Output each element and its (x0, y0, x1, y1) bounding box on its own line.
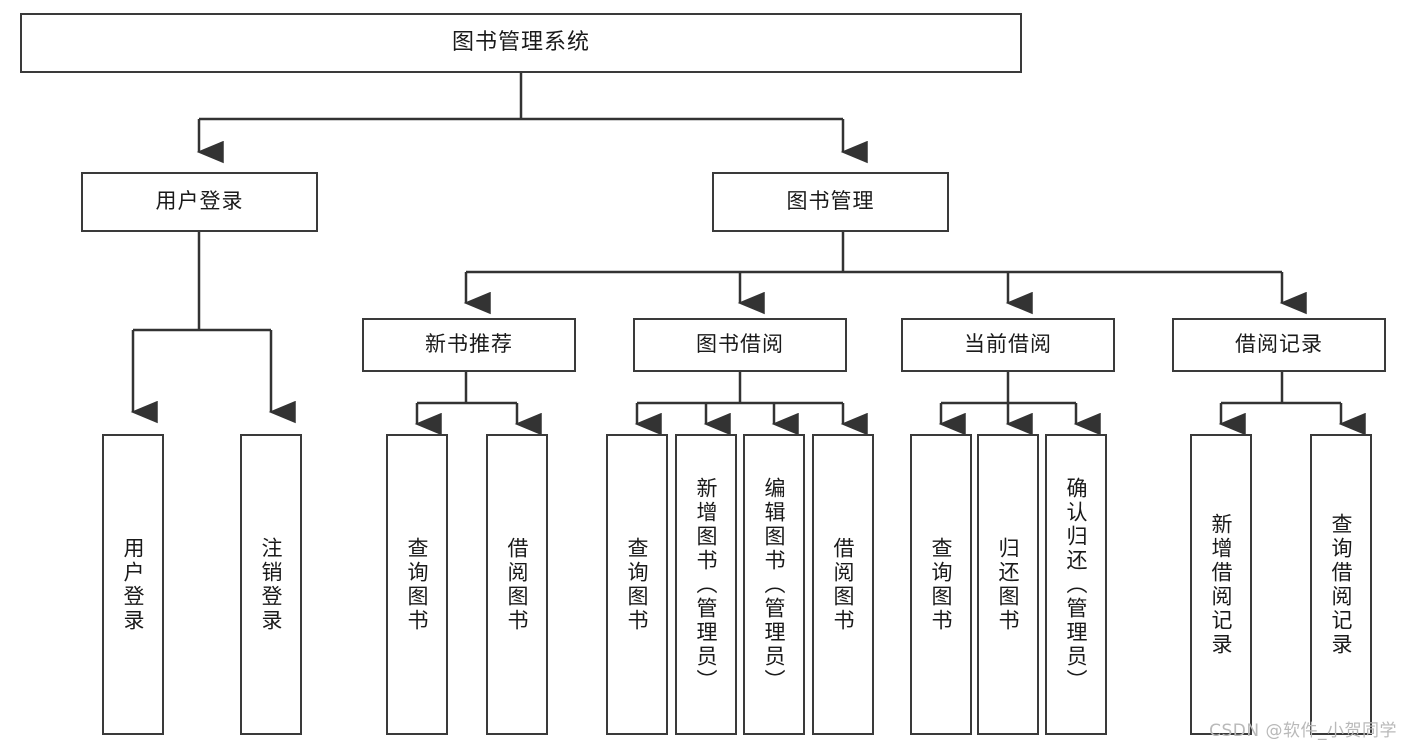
node-label: 查询图书 (625, 536, 650, 633)
node-new-book-recommend[interactable]: 新书推荐 (362, 318, 576, 372)
leaf-user-logout[interactable]: 注销登录 (240, 434, 302, 735)
node-label: 借阅图书 (831, 536, 856, 633)
leaf-query-book-borrow[interactable]: 查询图书 (606, 434, 668, 735)
node-current-borrow[interactable]: 当前借阅 (901, 318, 1115, 372)
leaf-borrow-book[interactable]: 借阅图书 (812, 434, 874, 735)
node-label: 借阅图书 (505, 536, 530, 633)
leaf-add-borrow-record[interactable]: 新增借阅记录 (1190, 434, 1252, 735)
node-label: 用户登录 (155, 189, 244, 214)
leaf-query-borrow-record[interactable]: 查询借阅记录 (1310, 434, 1372, 735)
node-book-manage[interactable]: 图书管理 (712, 172, 949, 232)
leaf-query-book-recommend[interactable]: 查询图书 (386, 434, 448, 735)
node-label: 新增借阅记录 (1209, 512, 1234, 657)
node-user-login[interactable]: 用户登录 (81, 172, 318, 232)
node-label: 用户登录 (121, 536, 146, 633)
leaf-user-login[interactable]: 用户登录 (102, 434, 164, 735)
node-label: 图书管理 (786, 189, 875, 214)
node-label: 查询借阅记录 (1329, 512, 1354, 657)
node-label: 查询图书 (405, 536, 430, 633)
node-label: 注销登录 (259, 536, 284, 633)
node-label: 新增图书（管理员） (694, 476, 719, 693)
node-borrow-record[interactable]: 借阅记录 (1172, 318, 1386, 372)
node-book-borrow[interactable]: 图书借阅 (633, 318, 847, 372)
node-label: 查询图书 (929, 536, 954, 633)
leaf-query-book-current[interactable]: 查询图书 (910, 434, 972, 735)
leaf-add-book[interactable]: 新增图书（管理员） (675, 434, 737, 735)
node-label: 新书推荐 (425, 332, 513, 357)
node-label: 图书借阅 (696, 332, 784, 357)
node-label: 当前借阅 (964, 332, 1052, 357)
node-label: 编辑图书（管理员） (762, 476, 787, 693)
leaf-confirm-return[interactable]: 确认归还（管理员） (1045, 434, 1107, 735)
leaf-return-book[interactable]: 归还图书 (977, 434, 1039, 735)
leaf-borrow-book-recommend[interactable]: 借阅图书 (486, 434, 548, 735)
node-label: 借阅记录 (1235, 332, 1323, 357)
csdn-watermark: CSDN @软件_小贺同学 (1209, 721, 1397, 741)
node-label: 确认归还（管理员） (1064, 476, 1089, 693)
node-label: 图书管理系统 (451, 29, 590, 55)
node-label: 归还图书 (996, 536, 1021, 633)
node-root-system[interactable]: 图书管理系统 (20, 13, 1022, 73)
leaf-edit-book[interactable]: 编辑图书（管理员） (743, 434, 805, 735)
